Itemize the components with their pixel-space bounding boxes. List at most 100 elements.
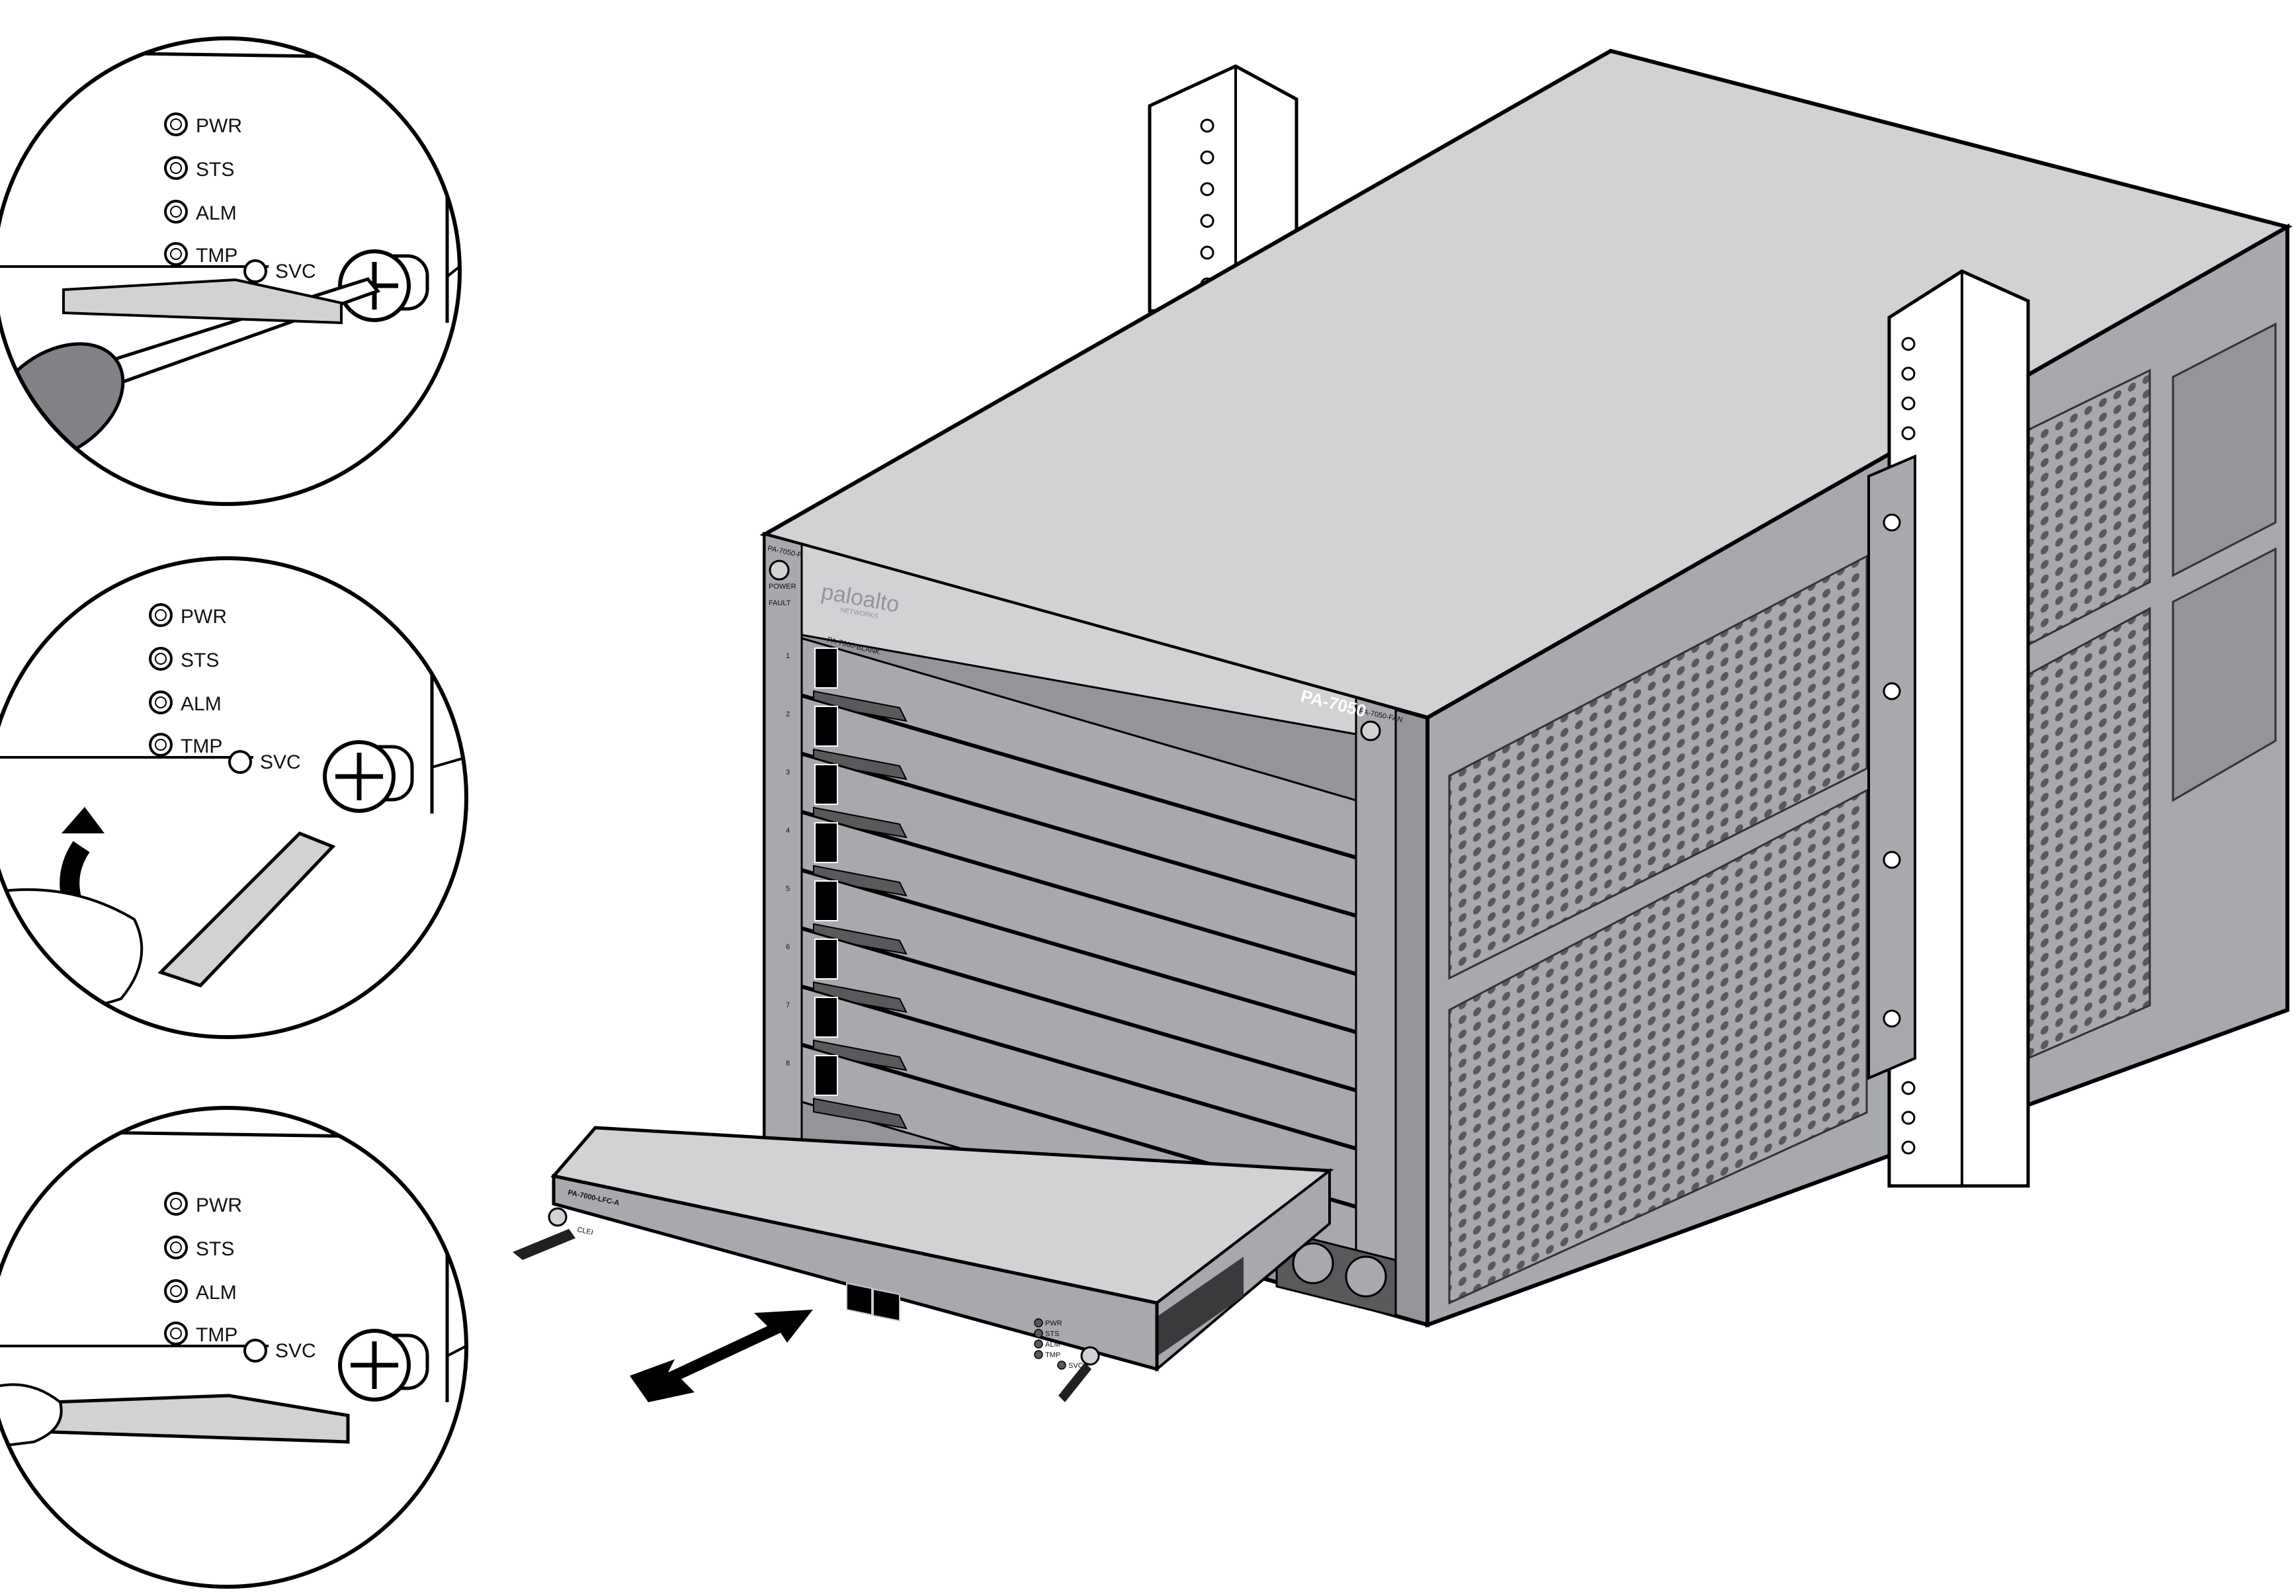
led-label: STS xyxy=(196,159,234,181)
led-label: ALM xyxy=(196,1282,237,1304)
chassis: PA-7050-FAN PA-7050-FAN POWER FAULT palo… xyxy=(759,48,2293,1328)
slot[interactable] xyxy=(800,694,1357,917)
slot[interactable] xyxy=(800,869,1357,1091)
led-pwr-icon xyxy=(149,603,173,627)
led-label: PWR xyxy=(196,115,242,137)
led-alm-icon xyxy=(149,691,173,714)
led-label: ALM xyxy=(181,693,222,715)
ejector-latch[interactable] xyxy=(814,997,838,1038)
card-led-alm xyxy=(1034,1339,1043,1349)
side-vent-lower xyxy=(1448,788,1868,1305)
led-svc-icon xyxy=(228,750,252,774)
led-sts-icon xyxy=(149,647,173,671)
rack-hole xyxy=(1200,150,1214,165)
led-pwr-icon xyxy=(164,112,188,136)
ejector-latch[interactable] xyxy=(814,706,838,747)
rack-hole xyxy=(1200,245,1214,260)
led-svc-icon xyxy=(243,259,267,283)
slot-number: 7 xyxy=(786,1001,790,1009)
ejector-latch[interactable] xyxy=(814,1055,838,1096)
card-thumbscrew-icon[interactable] xyxy=(1080,1346,1100,1366)
slot-number: 1 xyxy=(786,652,790,660)
card-faceplate xyxy=(552,1173,1159,1372)
led-label: STS xyxy=(196,1238,234,1260)
mounting-ear xyxy=(1867,454,1916,1081)
rack-screw-icon xyxy=(1883,513,1901,532)
card-thumbscrew-icon[interactable] xyxy=(548,1207,568,1227)
card-led-label: STS xyxy=(1045,1330,1059,1338)
rack-screw-icon xyxy=(1883,1009,1901,1028)
led-label: PWR xyxy=(196,1195,242,1216)
ejector-latch[interactable] xyxy=(814,822,838,863)
rack-hole xyxy=(1901,1140,1916,1155)
rear-vent-lower xyxy=(2027,607,2151,1060)
fan-tray-left xyxy=(763,533,803,1149)
callout-3: PWR STS ALM TMP SVC xyxy=(0,1106,468,1589)
clei-label: CLEI xyxy=(576,1226,593,1237)
led-label: PWR xyxy=(181,606,227,628)
led-label: STS xyxy=(181,650,219,671)
slot-number: 3 xyxy=(786,769,790,777)
slot-number: 6 xyxy=(786,943,790,951)
psu-fan-icon xyxy=(1292,1242,1334,1284)
rack-hole xyxy=(1200,182,1214,196)
slot[interactable] xyxy=(800,811,1357,1033)
card-led-label: ALM xyxy=(1045,1341,1060,1349)
rack-hole xyxy=(1901,1111,1916,1125)
wrench-icon xyxy=(62,278,343,325)
slot[interactable] xyxy=(800,753,1357,975)
ejector-latch[interactable] xyxy=(814,880,838,921)
slot[interactable] xyxy=(800,636,1357,859)
ejector-lever-right[interactable] xyxy=(1058,1363,1091,1402)
insert-remove-arrow-icon xyxy=(630,1310,813,1402)
slot[interactable] xyxy=(800,927,1357,1150)
slot[interactable] xyxy=(800,986,1357,1208)
rack-hole xyxy=(1200,118,1214,133)
callout-border xyxy=(0,36,462,506)
ejector-lever-left[interactable] xyxy=(513,1229,575,1260)
led-sts-icon xyxy=(164,1236,188,1259)
led-pwr-icon xyxy=(164,1192,188,1216)
wrench-icon[interactable] xyxy=(157,831,336,987)
card-led-svc xyxy=(1057,1361,1066,1370)
card-led-tmp xyxy=(1034,1350,1043,1359)
rack-screw-icon xyxy=(1883,682,1901,700)
rack-screw-icon xyxy=(1883,851,1901,869)
fan-thumbscrew-icon[interactable] xyxy=(1360,720,1381,741)
port-2[interactable] xyxy=(872,1288,900,1322)
led-alm-icon xyxy=(164,200,188,224)
card-led-pwr xyxy=(1034,1318,1043,1327)
rack-hole xyxy=(1901,396,1916,411)
fan-power-led-label: POWER xyxy=(769,583,796,591)
ejector-latch[interactable] xyxy=(814,939,838,980)
rack-post-right xyxy=(1867,269,2030,1188)
fan-thumbscrew-icon[interactable] xyxy=(769,560,790,581)
ejector-latch[interactable] xyxy=(814,648,838,689)
led-label: TMP xyxy=(181,735,222,757)
led-alm-icon xyxy=(164,1279,188,1303)
slot-handle[interactable] xyxy=(813,1097,908,1130)
fan-fault-led-label: FAULT xyxy=(769,599,791,607)
slot-number: 8 xyxy=(786,1060,790,1068)
ejector-latch[interactable] xyxy=(814,764,838,805)
psu-fan-icon xyxy=(1345,1255,1387,1298)
led-tmp-icon xyxy=(149,733,173,757)
led-label: TMP xyxy=(196,245,237,267)
callout-border xyxy=(0,1106,468,1589)
front-bezel xyxy=(800,543,1357,735)
slot-number: 2 xyxy=(786,710,790,718)
card-led-label: SVC xyxy=(1068,1362,1084,1370)
led-svc-icon xyxy=(243,1339,267,1363)
rack-hole xyxy=(1901,1081,1916,1095)
led-tmp-icon xyxy=(164,242,188,266)
led-label: TMP xyxy=(196,1324,237,1346)
rack-hole xyxy=(1901,426,1916,441)
port-1[interactable] xyxy=(846,1282,872,1316)
led-label: SVC xyxy=(275,1340,316,1362)
slot-number: 4 xyxy=(786,827,790,835)
side-vent-upper xyxy=(1448,554,1868,980)
led-label: SVC xyxy=(275,261,316,282)
